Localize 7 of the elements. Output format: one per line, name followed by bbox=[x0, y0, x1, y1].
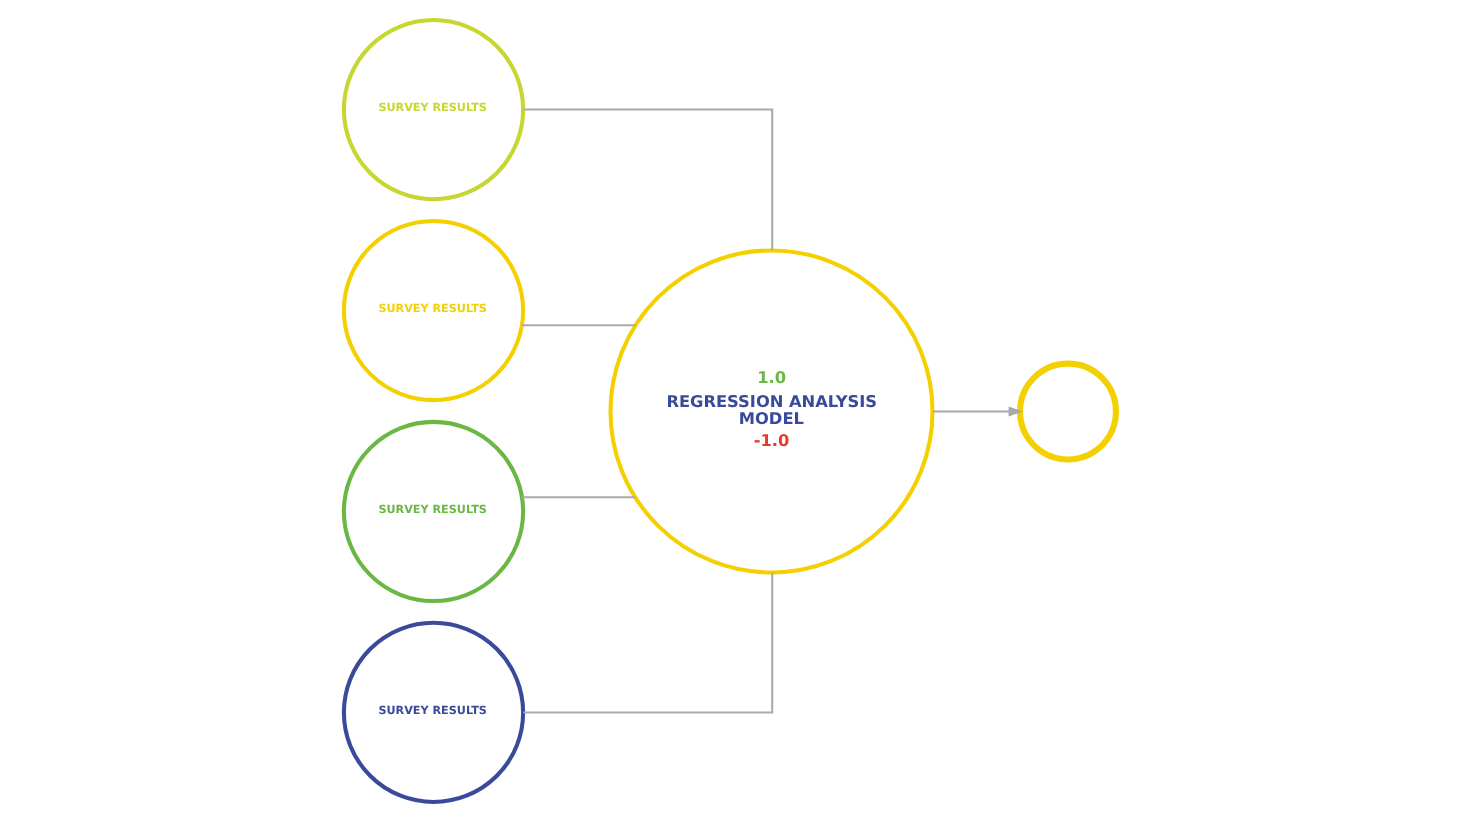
connector bbox=[521, 324, 636, 327]
connector bbox=[523, 108, 774, 251]
connector bbox=[523, 572, 774, 714]
connector bbox=[521, 496, 636, 499]
arrow bbox=[932, 406, 1023, 417]
node-circle bbox=[1017, 360, 1119, 463]
node-circle: 1.0 REGRESSION ANALYSIS MODEL -1.0 bbox=[608, 248, 935, 575]
